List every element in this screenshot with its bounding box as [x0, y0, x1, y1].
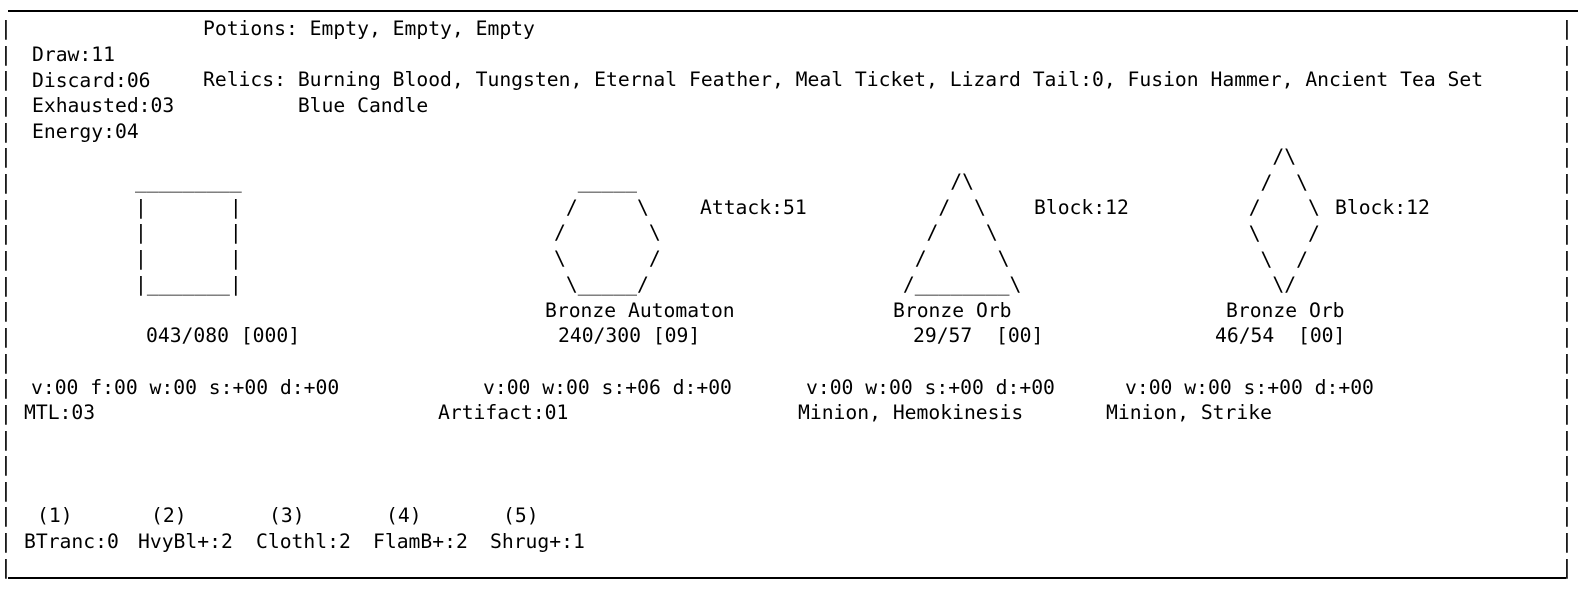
- energy-count: Energy:04: [32, 120, 139, 143]
- orb1-intent: Block:12: [1034, 196, 1129, 219]
- orb1-status-line: v:00 w:00 s:+00 d:+00: [806, 376, 1055, 399]
- player-status-line: v:00 f:00 w:00 s:+00 d:+00: [31, 376, 340, 399]
- automaton-figure-ascii: _____ / \ / \ \ / \_____/: [554, 170, 661, 296]
- card-slot-number: (5): [503, 504, 539, 527]
- relics-list: Relics: Burning Blood, Tungsten, Eternal…: [203, 68, 1484, 117]
- hand-card-3[interactable]: (3) Clothl:2: [256, 503, 351, 554]
- orb2-hp: 46/54 [00]: [1215, 324, 1346, 347]
- orb1-figure-ascii: /\ / \ / \ / \ /________\: [902, 170, 1022, 296]
- hand-card-2[interactable]: (2) HvyBl+:2: [138, 503, 233, 554]
- orb2-name: Bronze Orb: [1226, 299, 1345, 322]
- card-slot-number: (2): [151, 504, 187, 527]
- card-label: HvyBl+:2: [138, 529, 233, 553]
- automaton-artifact-line: Artifact:01: [438, 401, 569, 424]
- discard-count: Discard:06: [32, 69, 151, 92]
- orb1-hp: 29/57 [00]: [913, 324, 1044, 347]
- player-figure-ascii: _________ | | | | | | |_______|: [135, 170, 242, 296]
- orb1-name: Bronze Orb: [893, 299, 1012, 322]
- card-slot-number: (3): [269, 504, 305, 527]
- draw-count: Draw:11: [32, 43, 115, 66]
- orb1-type-line: Minion, Hemokinesis: [798, 401, 1024, 424]
- card-label: Clothl:2: [256, 529, 351, 553]
- player-metal-line: MTL:03: [24, 401, 96, 424]
- card-label: Shrug+:1: [490, 529, 585, 553]
- hand-card-5[interactable]: (5) Shrug+:1: [490, 503, 585, 554]
- automaton-name: Bronze Automaton: [545, 299, 735, 322]
- frame-left-border: | | | | | | | | | | | | | | | | | | | | …: [0, 17, 12, 579]
- card-slot-number: (1): [37, 504, 73, 527]
- automaton-status-line: v:00 w:00 s:+06 d:+00: [483, 376, 732, 399]
- orb2-figure-ascii: /\ / \ / \ \ / \ / \/: [1248, 145, 1320, 297]
- frame-bottom-border: [8, 577, 1566, 579]
- exhausted-count: Exhausted:03: [32, 94, 175, 117]
- card-label: FlamB+:2: [373, 529, 468, 553]
- frame-right-border: | | | | | | | | | | | | | | | | | | | | …: [1561, 17, 1573, 579]
- orb2-intent: Block:12: [1335, 196, 1430, 219]
- frame-top-border: [8, 10, 1578, 12]
- automaton-hp: 240/300 [09]: [558, 324, 701, 347]
- card-label: BTranc:0: [24, 529, 119, 553]
- player-hp: 043/080 [000]: [146, 324, 301, 347]
- orb2-type-line: Minion, Strike: [1106, 401, 1272, 424]
- orb2-status-line: v:00 w:00 s:+00 d:+00: [1125, 376, 1374, 399]
- automaton-intent: Attack:51: [700, 196, 807, 219]
- card-slot-number: (4): [386, 504, 422, 527]
- hand-card-1[interactable]: (1) BTranc:0: [24, 503, 119, 554]
- potions-line: Potions: Empty, Empty, Empty: [203, 17, 535, 40]
- hand-card-4[interactable]: (4) FlamB+:2: [373, 503, 468, 554]
